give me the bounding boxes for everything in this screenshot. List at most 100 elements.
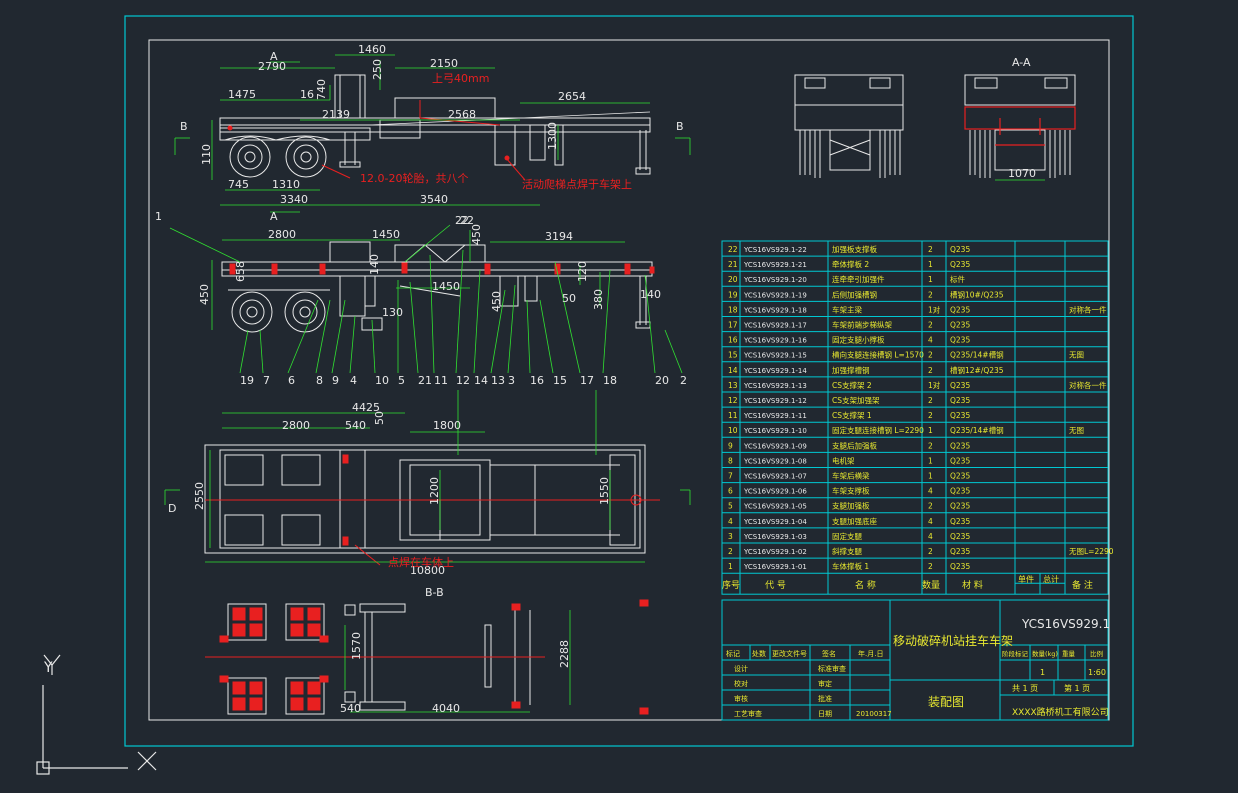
dimension-texts: 2790 1460 2150 250 1475 16 740 2139 2568… xyxy=(193,43,1036,715)
dim-mid-140a: 140 xyxy=(368,254,381,275)
dim-right-1070: 1070 xyxy=(1008,167,1036,180)
dim-bottom-1570: 1570 xyxy=(350,632,363,660)
bom-cell-material: Q235 xyxy=(950,517,970,526)
bom-cell-no: 17 xyxy=(728,321,738,330)
dim-mid-140b: 140 xyxy=(640,288,661,301)
bom-cell-no: 10 xyxy=(728,426,738,435)
dim-plan-10800: 10800 xyxy=(410,564,445,577)
bom-cell-name: 后侧加强槽钢 xyxy=(832,289,877,299)
dim-top-2790: 2790 xyxy=(258,60,286,73)
bom-cell-name: CS支撑架 2 xyxy=(832,380,872,390)
bom-cell-no: 14 xyxy=(728,366,738,375)
section-labels: A A B B D A-A B-B Y xyxy=(43,50,1031,676)
page-current: 第 1 页 xyxy=(1064,683,1090,693)
bom-cell-name: 固定支腿小撑板 xyxy=(832,335,885,345)
bom-cell-no: 11 xyxy=(728,411,738,420)
bom-cell-code: YCS16VS929.1-07 xyxy=(743,473,807,481)
drawing-type: 装配图 xyxy=(928,695,964,709)
balloon-14: 14 xyxy=(474,374,488,387)
dim-mid-450a: 450 xyxy=(470,224,483,245)
bom-cell-material: Q235 xyxy=(950,487,970,496)
company-name: XXXX路桥机工有限公司 xyxy=(1012,706,1109,718)
end-view-aa xyxy=(964,74,1076,178)
role-label-1: 校对 xyxy=(734,679,748,688)
bom-cell-material: Q235 xyxy=(950,502,970,511)
balloon-5: 5 xyxy=(398,374,405,387)
bom-cell-material: 槽钢12#/Q235 xyxy=(950,365,1004,375)
drawing-number: YCS16VS929.1 xyxy=(1021,617,1110,631)
bom-cell-material: Q235 xyxy=(950,245,970,254)
dim-plan-2550: 2550 xyxy=(193,482,206,510)
bom-header-qty: 数量 xyxy=(922,579,940,591)
qty-value: 1 xyxy=(1040,668,1045,677)
dim-top-1475: 1475 xyxy=(228,88,256,101)
bom-cell-material: Q235 xyxy=(950,336,970,345)
bom-cell-name: 固定支腿 xyxy=(832,531,862,541)
bom-cell-material: 槽钢10#/Q235 xyxy=(950,289,1004,299)
bb-view-dims xyxy=(344,610,571,713)
dim-top-2568: 2568 xyxy=(448,108,476,121)
dim-top-3540: 3540 xyxy=(420,193,448,206)
approval-label-2: 批准 xyxy=(818,694,832,703)
title-block-texts: 移动破碎机站挂车车架 YCS16VS929.1 装配图 XXXX路桥机工有限公司… xyxy=(856,617,1110,718)
bom-cell-material: Q235 xyxy=(950,396,970,405)
pages-total: 共 1 页 xyxy=(1012,684,1038,693)
dim-top-2139: 2139 xyxy=(322,108,350,121)
dim-plan-50: 50 xyxy=(373,411,386,425)
bom-cell-qty: 1对 xyxy=(928,380,941,390)
bom-cell-name: 车架后横梁 xyxy=(832,471,870,481)
dim-plan-4425: 4425 xyxy=(352,401,380,414)
bom-cell-qty: 2 xyxy=(928,502,933,511)
balloon-8: 8 xyxy=(316,374,323,387)
balloon-7: 7 xyxy=(263,374,270,387)
title-block-grid xyxy=(721,599,1109,721)
bom-cell-code: YCS16VS929.1-12 xyxy=(743,397,807,405)
bom-cell-name: 支腿加强底座 xyxy=(832,516,877,526)
bom-cell-qty: 2 xyxy=(928,441,933,450)
bom-cell-no: 15 xyxy=(728,351,738,360)
bom-header-unit: 单件 xyxy=(1018,574,1034,584)
bom-cell-no: 5 xyxy=(728,502,733,511)
bom-cell-material: 标件 xyxy=(950,274,965,284)
bom-cell-no: 3 xyxy=(728,532,733,541)
bom-cell-no: 19 xyxy=(728,290,738,299)
bom-cell-material: Q235 xyxy=(950,381,970,390)
bom-header-material: 材 料 xyxy=(962,579,983,591)
red-annotations: 上弓40mm 12.0-20轮胎，共八个 活动爬梯点焊于车架上 点焊在车体上 xyxy=(360,72,632,569)
bom-cell-code: YCS16VS929.1-06 xyxy=(743,488,807,496)
bom-cell-name: 电机架 xyxy=(832,455,855,465)
bom-cell-name: 车架支撑板 xyxy=(832,486,870,496)
bom-cell-material: Q235/14#槽钢 xyxy=(950,425,1004,435)
stage-header-1: 数量(kg) xyxy=(1032,649,1058,658)
drawing-title: 移动破碎机站挂车车架 xyxy=(893,633,1013,648)
bom-cell-no: 21 xyxy=(728,260,738,269)
dim-mid-120: 120 xyxy=(576,261,589,282)
bom-cell-no: 13 xyxy=(728,381,738,390)
bom-cell-no: 12 xyxy=(728,396,738,405)
bom-cell-code: YCS16VS929.1-15 xyxy=(743,352,807,360)
bom-cell-code: YCS16VS929.1-14 xyxy=(743,367,807,375)
dim-top-3340: 3340 xyxy=(280,193,308,206)
bom-cell-name: 牵体撑板 2 xyxy=(832,259,869,269)
bom-cell-qty: 2 xyxy=(928,547,933,556)
balloon-20: 20 xyxy=(655,374,669,387)
side-view-mid-red xyxy=(229,262,655,275)
bom-header: 序号代 号名 称数量材 料单件总计备 注 xyxy=(722,574,1093,591)
dim-top-740: 740 xyxy=(315,79,328,100)
bom-cell-qty: 1 xyxy=(928,260,933,269)
bom-cell-name: 横向支腿连接槽钢 L=1570 xyxy=(832,350,924,360)
balloon-2: 2 xyxy=(680,374,687,387)
side-view-mid-dims xyxy=(169,224,683,374)
bom-cell-remark: 对称各一件 xyxy=(1069,304,1107,314)
bb-view-red xyxy=(205,599,649,715)
bom-cell-material: Q235 xyxy=(950,305,970,314)
side-view-top xyxy=(219,74,651,178)
